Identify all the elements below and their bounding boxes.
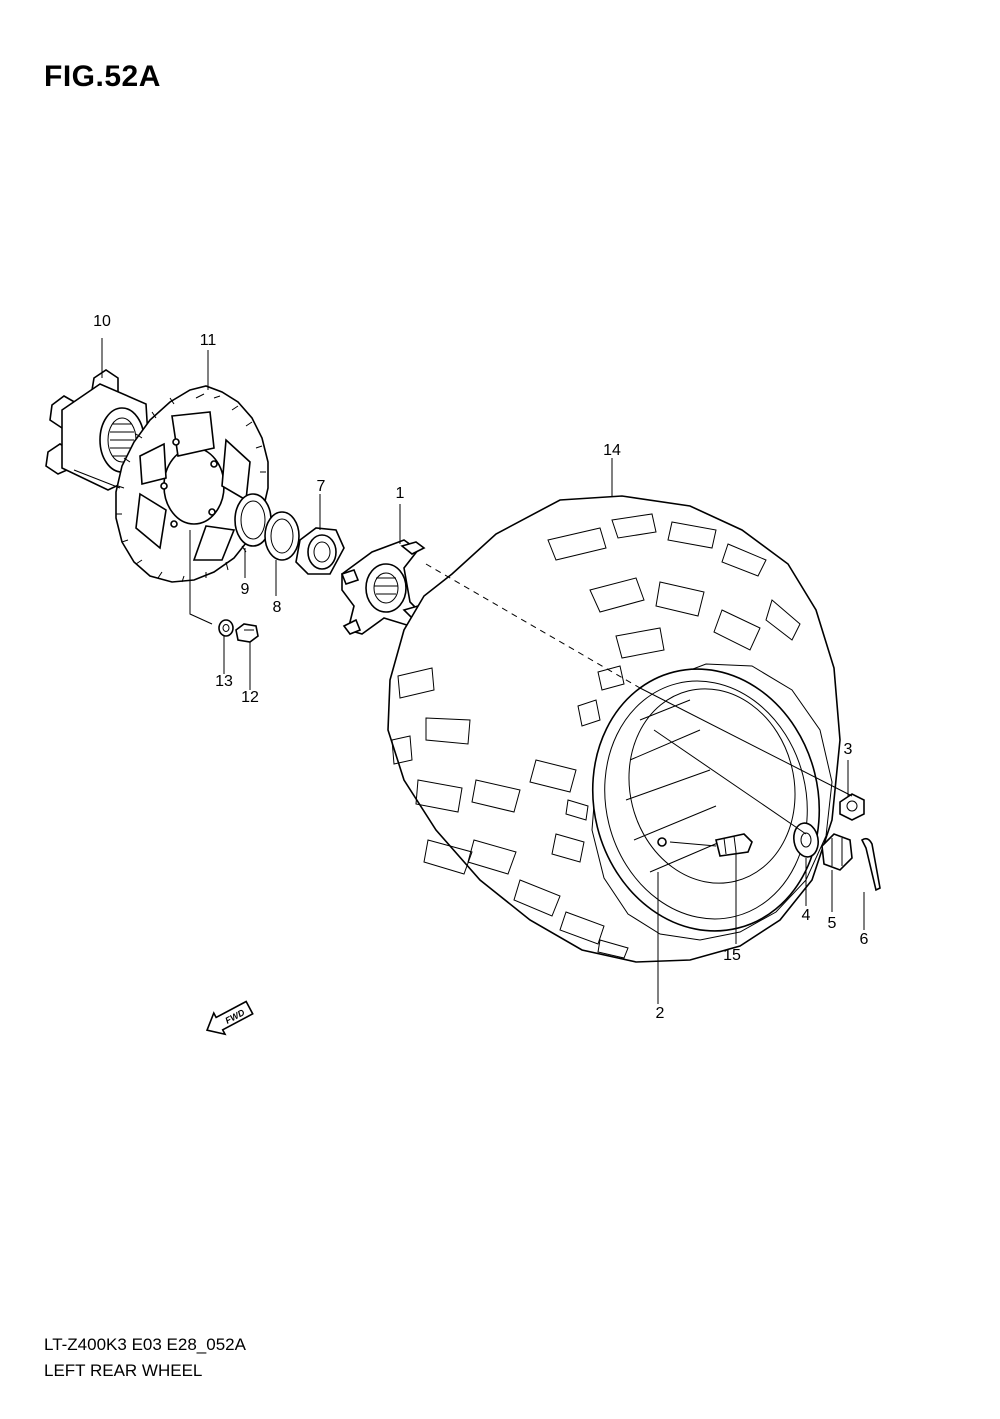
callout-4: 4	[802, 907, 811, 924]
part-2-rim	[591, 668, 821, 932]
leader-lines	[73, 338, 865, 1004]
callout-9: 9	[241, 581, 250, 598]
callout-10: 10	[93, 313, 111, 330]
callout-13: 13	[215, 673, 233, 690]
callout-5: 5	[828, 915, 837, 932]
figure-title: FIG.52A	[44, 60, 161, 93]
part-5-castle-nut	[821, 833, 853, 871]
part-13-washer	[218, 619, 234, 637]
callout-12: 12	[241, 689, 259, 706]
part-7-nut	[295, 527, 345, 575]
part-4-washer	[793, 822, 819, 858]
callout-labels: 10 11 14 7 1 9 8 13 12 3 4 5 6 15 2	[93, 313, 868, 1022]
callout-15: 15	[723, 947, 741, 964]
part-3-nut	[839, 793, 865, 821]
drawing-code: LT-Z400K3 E03 E28_052A	[44, 1335, 246, 1354]
part-15-valve	[715, 833, 753, 857]
part-11-sprocket	[115, 385, 269, 583]
callout-2: 2	[656, 1005, 665, 1022]
callout-11: 11	[200, 332, 217, 349]
callout-14: 14	[603, 442, 621, 459]
drawing-name: LEFT REAR WHEEL	[44, 1361, 203, 1380]
callout-7: 7	[317, 478, 326, 495]
callout-3: 3	[844, 741, 853, 758]
callout-8: 8	[273, 599, 282, 616]
part-8-ring	[264, 511, 300, 561]
part-6-cotter-pin	[860, 837, 881, 892]
part-12-bolt	[235, 623, 259, 643]
callout-6: 6	[860, 931, 869, 948]
callout-1: 1	[396, 485, 405, 502]
fwd-arrow-icon: FWD	[205, 1000, 254, 1036]
